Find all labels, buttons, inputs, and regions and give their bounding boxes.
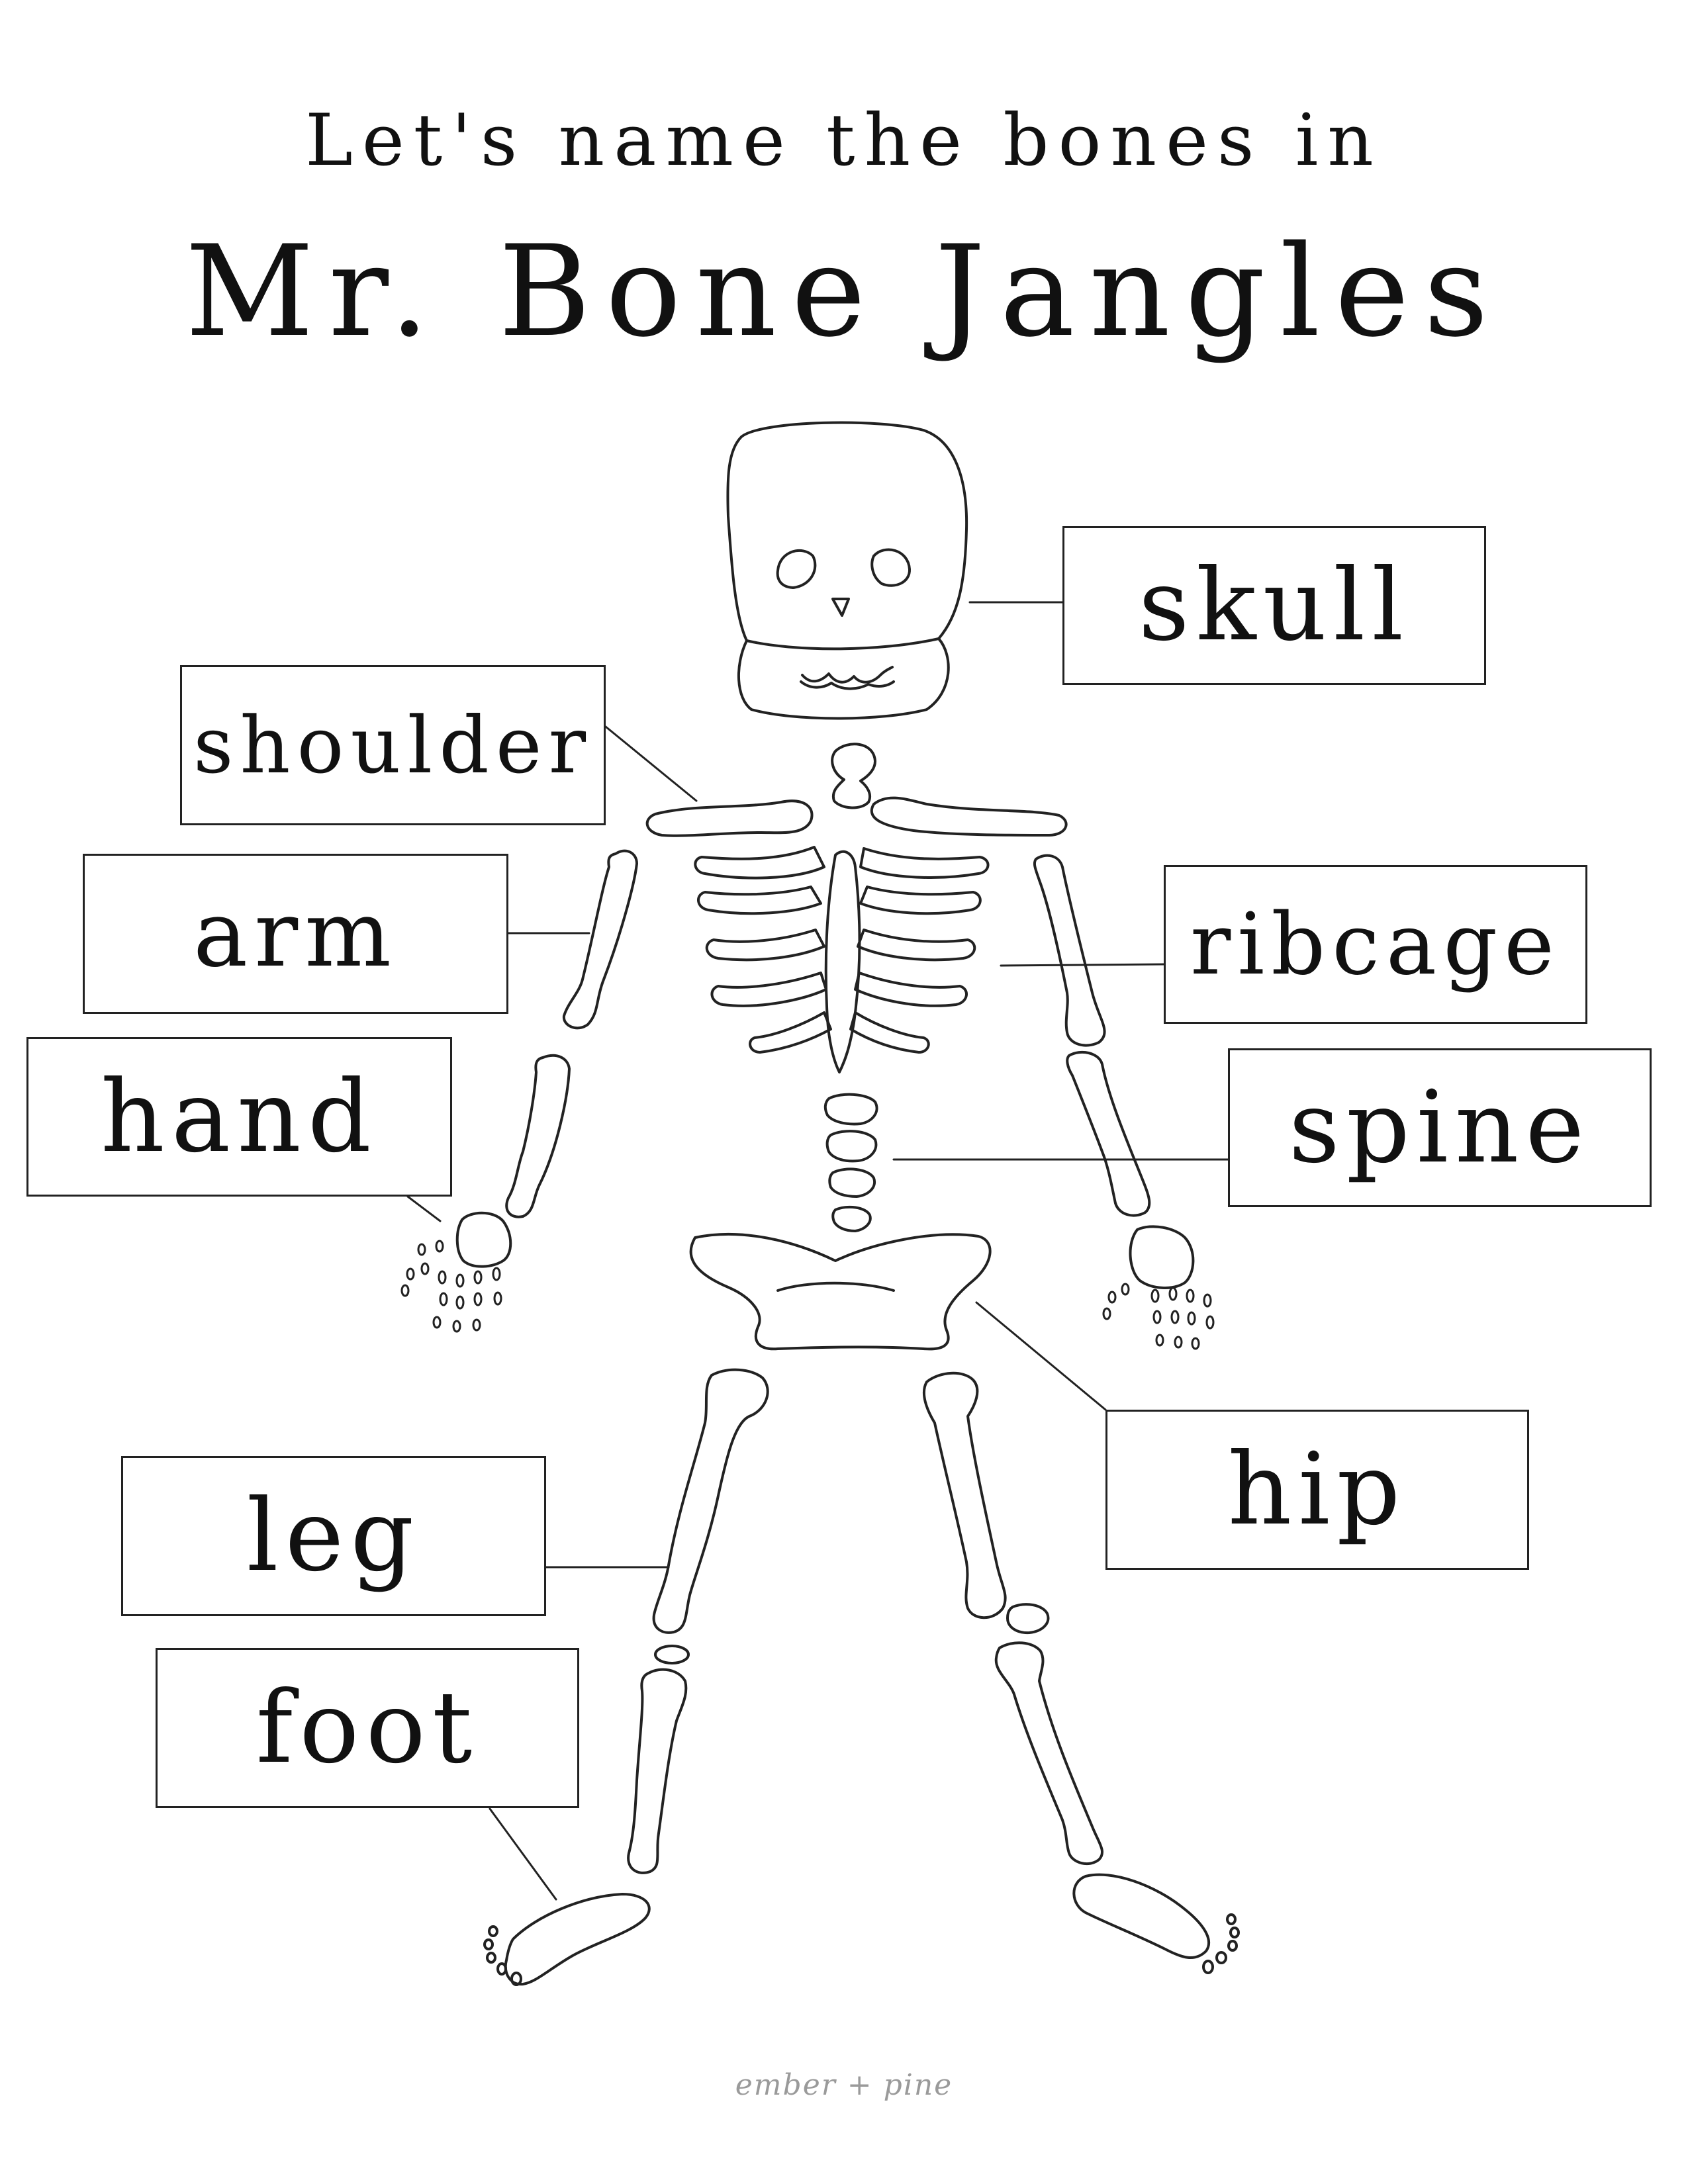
label-ribcage: ribcage [1164,865,1587,1024]
label-ribcage-text: ribcage [1190,895,1561,994]
hip-bones [689,1232,992,1351]
label-spine: spine [1228,1048,1652,1207]
leader-lines [406,601,1229,1901]
label-hip-text: hip [1227,1432,1407,1547]
right-leg-bones [923,1371,1103,1866]
brand-signature: ember + pine [735,2068,953,2102]
label-skull: skull [1062,526,1486,685]
right-foot-bones [1072,1873,1240,1974]
label-skull-text: skull [1138,548,1411,663]
left-leg-bones [627,1368,769,1874]
label-hand-text: hand [101,1059,378,1175]
title-subheading: Let's name the bones in [305,99,1383,182]
left-hand-finger-bones [400,1240,502,1333]
page-title: Mr. Bone Jangles [185,218,1503,365]
label-arm-text: arm [193,880,399,987]
label-arm: arm [83,854,508,1014]
label-hand: hand [26,1037,452,1197]
left-arm-bones [455,849,638,1268]
skull-icon [726,421,968,720]
right-arm-bones [1033,854,1195,1289]
label-leg: leg [121,1456,546,1616]
left-foot-bones [483,1893,651,1986]
label-foot: foot [156,1648,579,1808]
label-shoulder-text: shoulder [193,700,593,791]
label-leg-text: leg [246,1479,421,1594]
shoulder-bones [645,743,1068,837]
spine-bones [823,1093,878,1232]
label-hip: hip [1105,1410,1529,1570]
label-shoulder: shoulder [180,665,606,825]
label-foot-text: foot [256,1670,479,1786]
right-hand-finger-bones [1102,1283,1215,1350]
label-spine-text: spine [1288,1070,1591,1185]
ribcage-bones [694,846,990,1073]
